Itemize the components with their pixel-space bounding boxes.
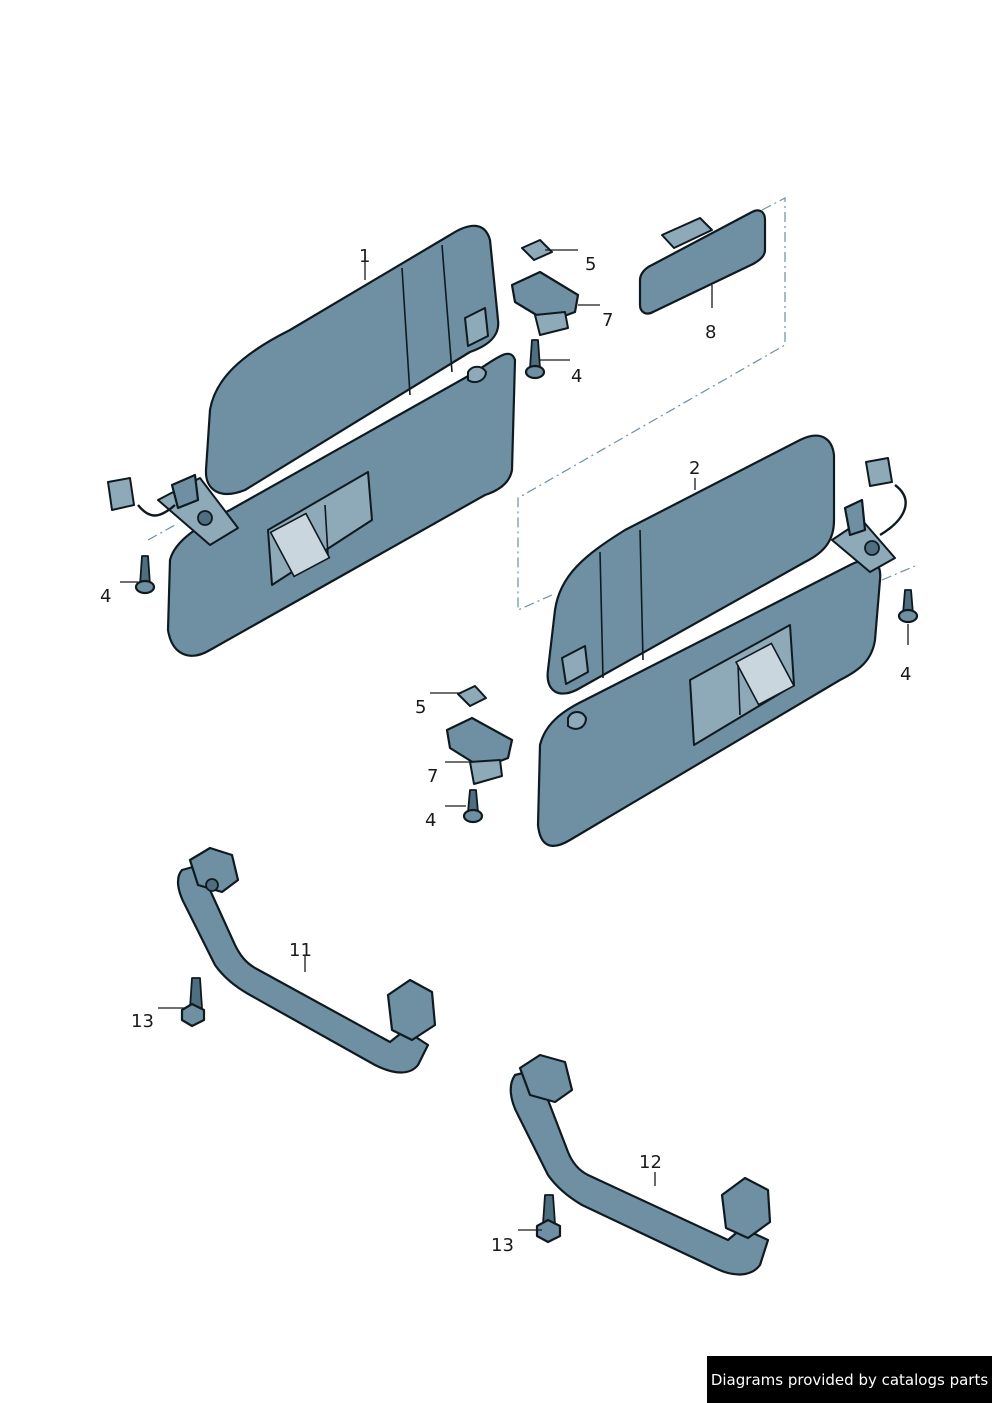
screw-4c [897, 589, 919, 624]
grab-handle-11 [176, 846, 437, 1074]
callout-1: 1 [359, 246, 370, 267]
bracket-lower [445, 716, 514, 785]
callout-4-left: 4 [100, 586, 111, 607]
bolt-13b [535, 1194, 562, 1244]
callout-5-upper: 5 [585, 254, 596, 275]
sun-visor-right-upper [546, 434, 836, 695]
dash-guides [147, 197, 916, 611]
callout-4-right: 4 [900, 664, 911, 685]
screw-4b [524, 339, 546, 380]
visor-hinge-left [107, 473, 239, 546]
sun-visor-left-upper [204, 224, 500, 495]
callout-8: 8 [705, 322, 716, 343]
callout-11: 11 [289, 940, 312, 961]
clip-lower [457, 685, 487, 707]
callout-13-lower: 13 [491, 1235, 514, 1256]
visor-hinge-right [831, 457, 907, 573]
screw-4d [462, 789, 484, 824]
grab-handle-12 [509, 1053, 772, 1276]
callout-labels: 1 2 5 7 4 8 4 4 5 7 4 11 13 12 13 [100, 246, 911, 1256]
footer-credit-text: Diagrams provided by catalogs parts [710, 1370, 989, 1389]
callout-13-upper: 13 [131, 1011, 154, 1032]
footer-credit: Diagrams provided by catalogs parts [707, 1356, 992, 1403]
screw-4a [134, 555, 156, 595]
callout-7-upper: 7 [602, 310, 613, 331]
callout-12: 12 [639, 1152, 662, 1173]
callout-7-lower: 7 [427, 766, 438, 787]
clip-upper [521, 239, 553, 261]
bolt-13a [180, 977, 206, 1028]
interior-mirror [638, 209, 767, 315]
callout-4-upper: 4 [571, 366, 582, 387]
callout-2: 2 [689, 458, 700, 479]
callout-4-lower: 4 [425, 810, 436, 831]
sun-visor-right-lower [536, 558, 882, 847]
callout-5-lower: 5 [415, 697, 426, 718]
leader-lines [120, 249, 909, 1231]
bracket-upper [510, 270, 580, 336]
